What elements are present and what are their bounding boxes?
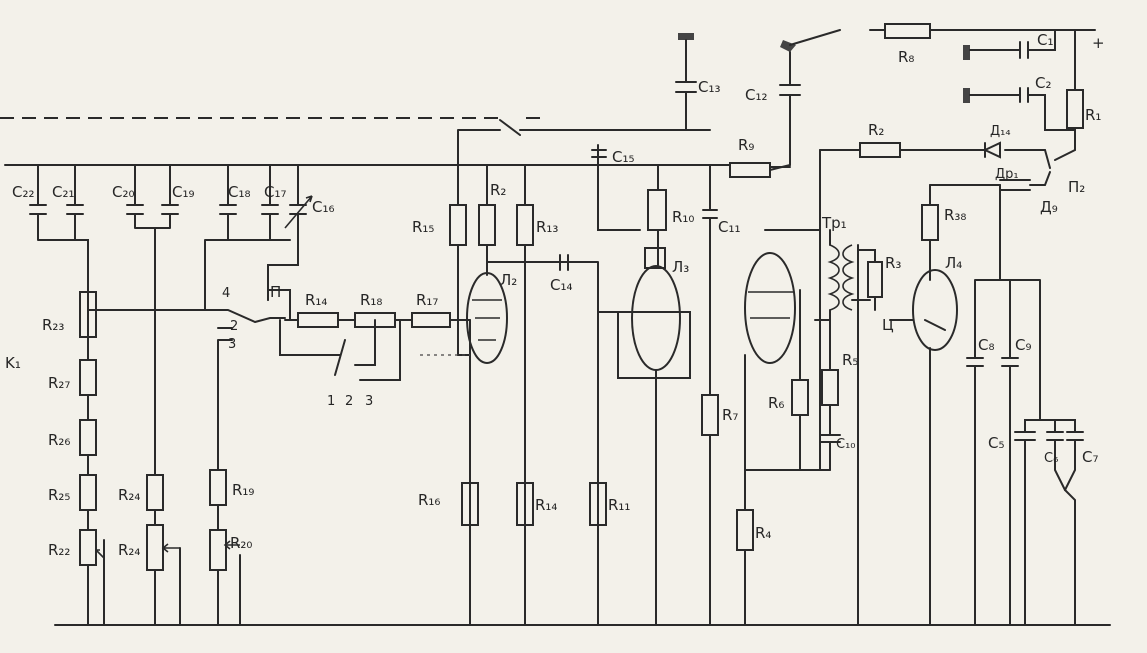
- label-r6: R₆: [768, 394, 784, 412]
- label-r13: R₁₃: [536, 218, 558, 236]
- label-dp1: Др₁: [995, 167, 1019, 182]
- c11-r7-branch: [701, 164, 719, 626]
- c1-c2-r1-section: [963, 29, 1084, 161]
- resistor-chain-r14-r18-r17: [279, 312, 471, 381]
- right-capacitor-section: [966, 184, 1084, 626]
- label-switch-pos-4: 4: [222, 286, 230, 301]
- label-c10: C₁₀: [836, 437, 856, 452]
- label-tr1: Tр₁: [821, 214, 847, 232]
- label-c6: C₆: [1044, 451, 1058, 466]
- label-c17: C₁₇: [264, 183, 287, 201]
- label-plus: +: [1092, 34, 1105, 52]
- label-c21: C₂₁: [52, 183, 75, 201]
- label-r26: R₂₆: [48, 431, 70, 449]
- label-c16: C₁₆: [312, 198, 335, 216]
- label-r24-lower: R₂₄: [118, 541, 140, 559]
- capacitor-c14: [559, 254, 569, 271]
- tube-l3-section: [597, 164, 691, 626]
- label-c2: C₂: [1035, 74, 1052, 92]
- label-r1: R₁: [1085, 106, 1101, 124]
- capacitor-c15: [591, 144, 607, 166]
- label-r16: R₁₆: [418, 491, 440, 509]
- label-c11: C₁₁: [718, 218, 741, 236]
- label-r14: R₁₄: [305, 291, 327, 309]
- label-r8: R₈: [898, 48, 914, 66]
- label-c8: C₈: [978, 336, 995, 354]
- capacitor-bank-3: [204, 164, 291, 281]
- label-c19: C₁₉: [172, 183, 195, 201]
- label-r27: R₂₇: [48, 374, 70, 392]
- capacitor-bank-2: [126, 164, 179, 471]
- label-r24-upper: R₂₄: [118, 486, 140, 504]
- label-r9: R₉: [738, 136, 754, 154]
- label-r25: R₂₅: [48, 486, 70, 504]
- label-l3: Л₃: [672, 258, 689, 276]
- label-l4: Л₄: [945, 254, 962, 272]
- r2-diode-section: [819, 141, 1051, 271]
- label-c14: C₁₄: [550, 276, 573, 294]
- label-d9: Д₉: [1040, 198, 1058, 216]
- label-r19: R₁₉: [232, 481, 254, 499]
- label-p2: П₂: [1068, 178, 1085, 196]
- resistor-column-r24: [146, 469, 181, 626]
- label-pos-2: 2: [345, 394, 353, 409]
- tube-l5-transformer-section: [736, 229, 883, 626]
- label-l2: Л₂: [500, 271, 517, 289]
- label-r18: R₁₈: [360, 291, 382, 309]
- label-r5: R₅: [842, 351, 858, 369]
- label-r20: R₂₀: [230, 534, 252, 552]
- bottom-resistors: [461, 479, 607, 626]
- tube-l2-section: [420, 119, 711, 626]
- selector-switch-p: [87, 279, 291, 351]
- variable-capacitor-c16: [267, 164, 313, 301]
- label-c9: C₉: [1015, 336, 1032, 354]
- label-switch-pos-3: 3: [228, 337, 236, 352]
- label-r38: R₃₈: [944, 206, 966, 224]
- label-c22: C₂₂: [12, 183, 35, 201]
- label-c5: C₅: [988, 434, 1005, 452]
- label-ts: Ц: [882, 316, 894, 334]
- label-pos-3: 3: [365, 394, 373, 409]
- label-pos-1: 1: [327, 394, 335, 409]
- resistor-column-r19: [209, 349, 241, 626]
- label-switch-pos-2: 2: [230, 319, 238, 334]
- label-r22: R₂₂: [48, 541, 70, 559]
- label-c7: C₇: [1082, 448, 1099, 466]
- label-r10: R₁₀: [672, 208, 694, 226]
- label-p: П: [270, 283, 281, 301]
- label-r3: R₃: [885, 254, 901, 272]
- tube-l4-section: [889, 184, 958, 626]
- label-c18: C₁₈: [228, 183, 251, 201]
- label-c1: C₁: [1037, 31, 1054, 49]
- label-r7: R₇: [722, 406, 738, 424]
- label-r2: R₂: [490, 181, 506, 199]
- label-r23: R₂₃: [42, 316, 64, 334]
- label-r14-lower: R₁₄: [535, 496, 557, 514]
- label-d14: Д₁₄: [990, 124, 1011, 139]
- label-k1: K₁: [5, 354, 21, 372]
- label-c15: C₁₅: [612, 148, 635, 166]
- label-c12: C₁₂: [745, 86, 768, 104]
- label-r2-right: R₂: [868, 121, 884, 139]
- label-r11: R₁₁: [608, 496, 630, 514]
- label-c13: C₁₃: [698, 78, 721, 96]
- label-r17: R₁₇: [416, 291, 438, 309]
- label-r15: R₁₅: [412, 218, 434, 236]
- label-r4: R₄: [755, 524, 771, 542]
- label-c20: C₂₀: [112, 183, 135, 201]
- capacitor-bank-1: [29, 164, 89, 291]
- top-filter-section: [675, 23, 1096, 178]
- resistor-ladder-left: [79, 289, 105, 626]
